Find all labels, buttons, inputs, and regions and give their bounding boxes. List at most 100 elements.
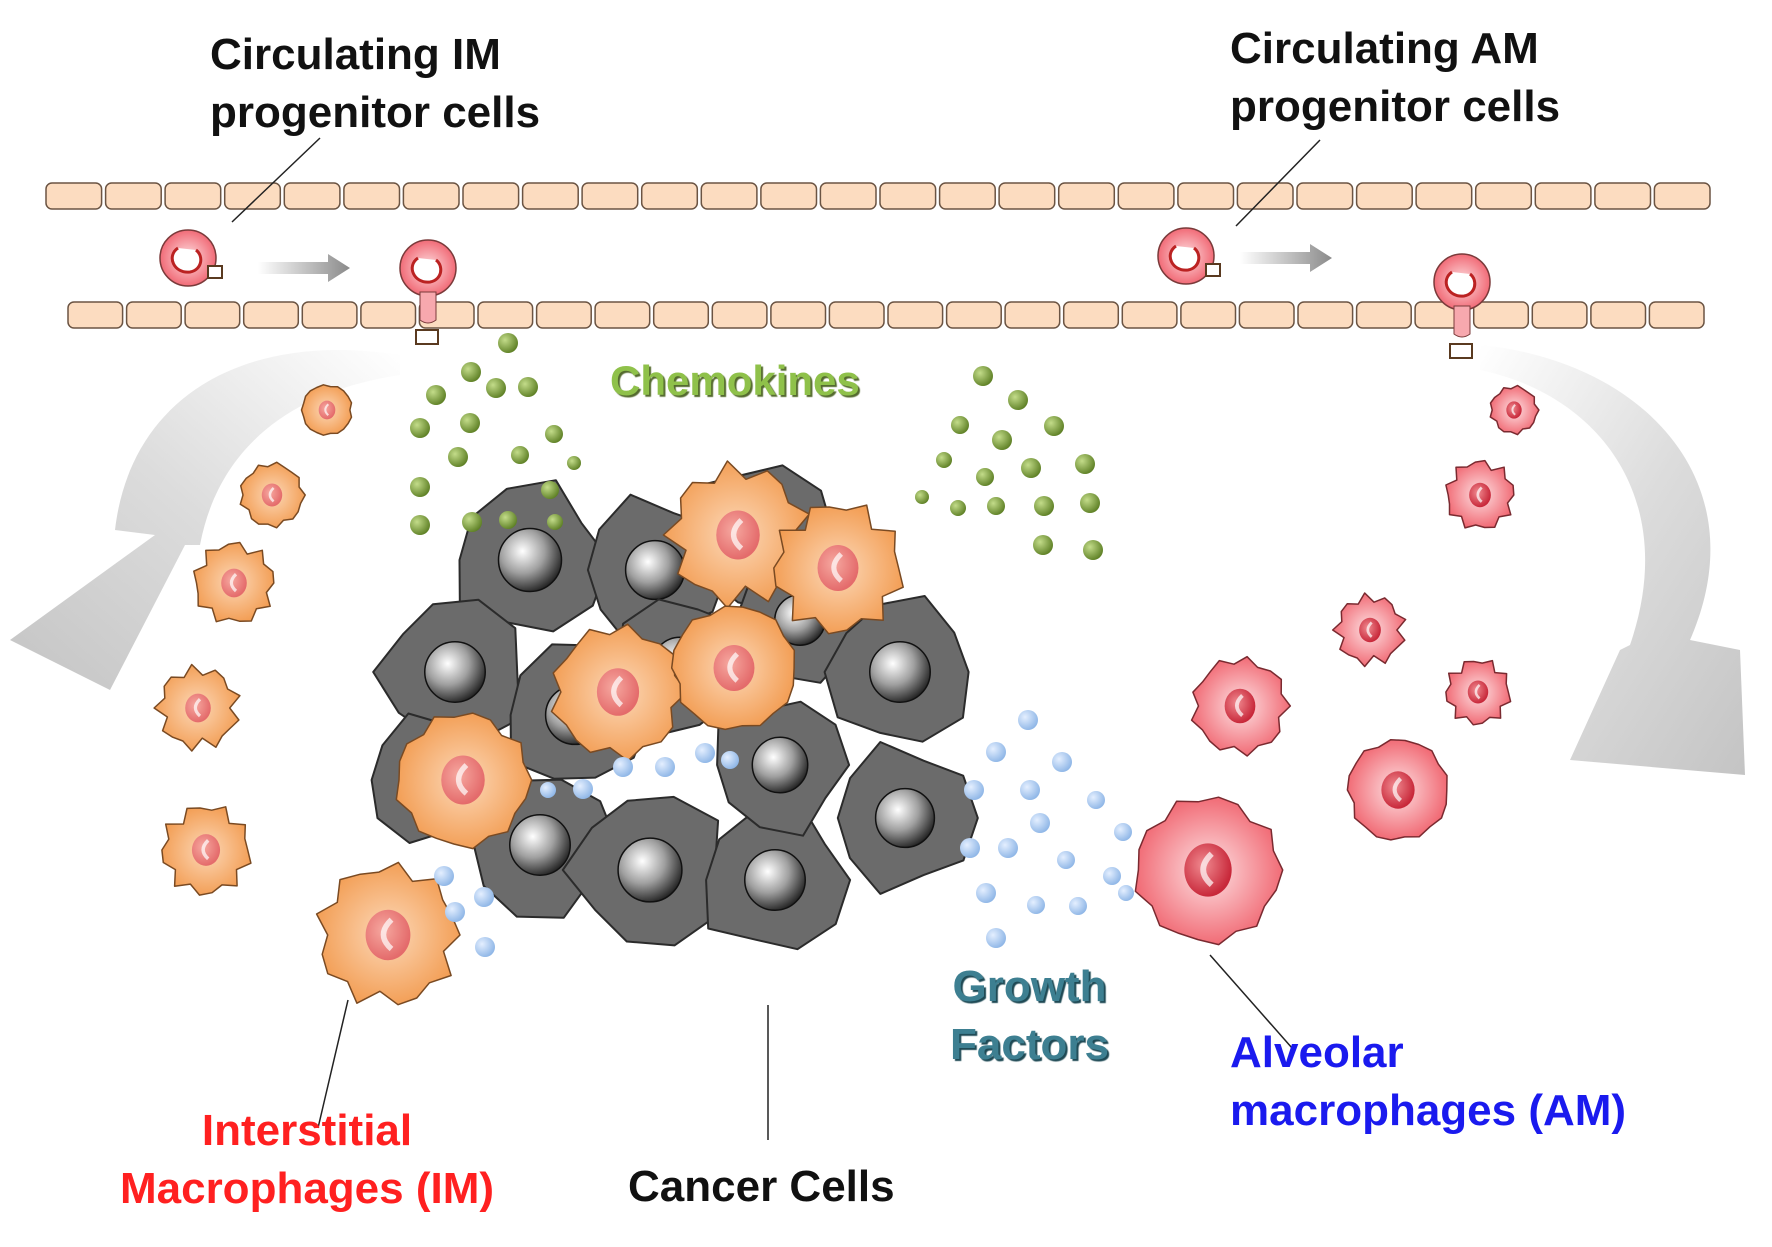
- growth-factor-dot: [540, 782, 556, 798]
- macrophage-nucleus: [261, 483, 283, 507]
- growth-factor-dot: [1118, 885, 1134, 901]
- chemokine-dot: [1044, 416, 1064, 436]
- vessel-endothelial-cell: [1297, 301, 1354, 329]
- vessel-endothelial-cell: [184, 301, 241, 329]
- chemokine-dot: [1080, 493, 1100, 513]
- vessel-endothelial-cell: [879, 182, 937, 210]
- macrophage-nucleus: [817, 544, 859, 592]
- im-progenitor-label-line1: Circulating IM: [210, 30, 501, 79]
- alveolar-macrophage: [1346, 738, 1448, 841]
- chemokine-dot: [992, 430, 1012, 450]
- vessel-endothelial-cell: [1355, 301, 1412, 329]
- vessel-endothelial-cell: [1472, 301, 1530, 329]
- am-progenitor-label-line1: Circulating AM: [1230, 24, 1539, 73]
- vessel-endothelial-cell: [1415, 182, 1473, 210]
- macrophage-nucleus: [596, 668, 640, 716]
- growth-factor-dot: [655, 757, 675, 777]
- vessel-endothelial-cell: [700, 182, 758, 210]
- vessel-endothelial-cell: [1594, 182, 1652, 210]
- interstitial-label-line1: Interstitial: [201, 1106, 413, 1155]
- vessel-endothelial-cell: [67, 301, 124, 329]
- vessel-endothelial-cell: [360, 301, 417, 329]
- alveolar-macrophages-label: Alveolar macrophages (AM): [1230, 1024, 1626, 1140]
- vessel-endothelial-cell: [1653, 182, 1711, 210]
- chemokine-dot: [426, 385, 446, 405]
- growth-factor-dot: [1114, 823, 1132, 841]
- growth-factor-dot: [986, 742, 1006, 762]
- growth-factor-dot: [998, 838, 1018, 858]
- growth-factor-dot: [1057, 851, 1075, 869]
- am-progenitor-cell-extravasating: [1433, 253, 1491, 359]
- chemokine-dot: [1008, 390, 1028, 410]
- flow-arrow-left-icon: [10, 349, 400, 690]
- macrophage-nucleus: [1184, 843, 1232, 897]
- cancer-cell: [836, 741, 979, 895]
- growth-factor-dot: [695, 743, 715, 763]
- vessel-endothelial-cell: [1117, 182, 1175, 210]
- growth-factor-dot: [964, 780, 984, 800]
- growth-factor-dot: [976, 883, 996, 903]
- vessel-endothelial-cell: [711, 301, 768, 329]
- chemokine-dot: [973, 366, 993, 386]
- chemokine-dot: [1075, 454, 1095, 474]
- chemokine-dot: [976, 468, 994, 486]
- interstitial-macrophage: [550, 623, 688, 762]
- alveolar-label-line2: macrophages (AM): [1230, 1086, 1627, 1135]
- chemokine-dot: [936, 452, 952, 468]
- interstitial-macrophage: [773, 504, 904, 635]
- cancer-cells-label: Cancer Cells: [628, 1162, 895, 1211]
- chemokine-dot: [1021, 458, 1041, 478]
- vessel-endothelial-cell: [1062, 301, 1120, 329]
- growth-factor-dot: [445, 902, 465, 922]
- interstitial-macrophage: [670, 605, 796, 731]
- vessel-wall-top: [45, 182, 1711, 210]
- macrophage-nucleus: [1469, 482, 1491, 508]
- vessel-endothelial-cell: [887, 301, 944, 329]
- growth-factors-label-line2: Factors: [950, 1020, 1109, 1069]
- chemokine-dot: [410, 477, 430, 497]
- growth-factor-dot: [613, 757, 633, 777]
- macrophage-nucleus: [716, 510, 760, 560]
- cancer-cell-nucleus: [624, 539, 686, 601]
- vessel-wall-bottom: [67, 301, 1705, 329]
- cancer-cell-nucleus: [869, 641, 931, 703]
- vessel-endothelial-cell: [1296, 182, 1354, 210]
- vessel-endothelial-cell: [581, 182, 639, 210]
- cancer-cell-nucleus: [751, 736, 809, 794]
- vessel-endothelial-cell: [1177, 182, 1235, 210]
- growth-factor-dot: [1069, 897, 1087, 915]
- vessel-endothelial-cell: [283, 182, 341, 210]
- interstitial-label-line2: Macrophages (IM): [119, 1164, 495, 1213]
- macrophage-nucleus: [713, 644, 755, 692]
- growth-factor-dot: [960, 838, 980, 858]
- macrophage-nucleus: [191, 834, 221, 866]
- macrophage-nucleus: [185, 693, 211, 723]
- chemokine-dot: [486, 378, 506, 398]
- chemokine-dot: [1083, 540, 1103, 560]
- im-progenitor-cell-extravasating: [399, 239, 457, 345]
- vessel-endothelial-cell: [640, 182, 699, 210]
- growth-factor-dot: [1103, 867, 1121, 885]
- growth-factor-dot: [1027, 896, 1045, 914]
- growth-factor-dot: [986, 928, 1006, 948]
- vessel-endothelial-cell: [938, 182, 996, 210]
- chemokine-dot: [461, 362, 481, 382]
- alveolar-macrophage: [1489, 384, 1540, 436]
- cancer-cell: [705, 801, 852, 951]
- growth-factor-dot: [475, 937, 495, 957]
- vessel-endothelial-cell: [301, 301, 358, 329]
- im-progenitor-label-line2: progenitor cells: [210, 88, 541, 137]
- vessel-endothelial-cell: [1180, 301, 1237, 329]
- growth-factor-dot: [474, 887, 494, 907]
- migration-arrow-left-icon: [258, 254, 350, 282]
- vessel-endothelial-cell: [477, 301, 534, 329]
- vessel-endothelial-cell: [652, 301, 710, 329]
- cancer-cell: [823, 595, 970, 743]
- cancer-cell-nucleus: [617, 837, 683, 903]
- chemokine-dot: [1033, 535, 1053, 555]
- vessel-endothelial-cell: [402, 182, 460, 210]
- chemokines-label: Chemokines: [610, 357, 860, 404]
- chemokine-dot: [462, 512, 482, 532]
- macrophage-nucleus: [1359, 617, 1381, 643]
